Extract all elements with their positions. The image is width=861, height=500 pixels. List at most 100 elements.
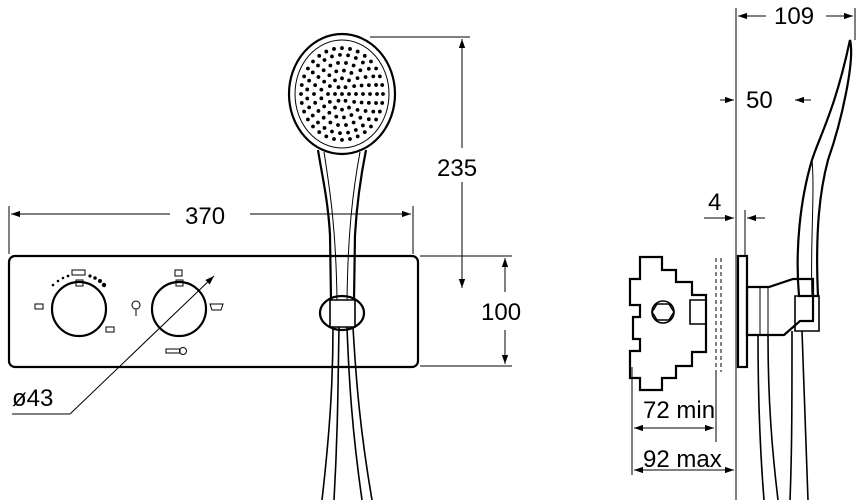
front-view: 370 235 100 ø43	[7, 32, 521, 500]
nozzle-dot	[332, 47, 336, 51]
dimension-plate-thickness: 4	[704, 189, 765, 256]
nozzle-dot	[344, 123, 348, 127]
nozzle-dot	[380, 101, 385, 105]
nozzle-dot	[355, 49, 360, 54]
nozzle-dot	[302, 109, 307, 114]
thermostat-knob-left	[34, 269, 115, 338]
valve-body	[628, 255, 708, 392]
nozzle-dot	[358, 115, 363, 120]
nozzle-dot	[299, 92, 303, 96]
nozzle-dot	[351, 63, 356, 68]
nozzle-dot	[340, 92, 344, 96]
nozzle-dot	[343, 98, 348, 103]
dim-72min-label: 72 min	[643, 397, 715, 424]
nozzle-dot	[316, 63, 320, 68]
nozzle-dot	[340, 76, 344, 81]
nozzle-dot	[319, 96, 324, 101]
dimension-total-depth: 109	[735, 3, 856, 200]
nozzle-dot	[322, 104, 327, 109]
nozzle-dot	[366, 100, 371, 105]
nozzle-dot	[347, 78, 351, 83]
nozzle-dot	[324, 134, 329, 139]
nozzle-dot	[328, 120, 333, 125]
nozzle-dot	[374, 117, 378, 122]
dim-370-label: 370	[185, 203, 225, 230]
nozzle-dot	[359, 83, 364, 88]
nozzle-dot	[336, 123, 340, 127]
dim-92max-label: 92 max	[643, 446, 722, 473]
nozzle-dot	[340, 46, 344, 50]
nozzle-dot	[380, 83, 385, 87]
nozzle-dot	[338, 131, 342, 136]
nozzle-dot	[340, 138, 344, 142]
nozzle-dot	[322, 79, 327, 84]
nozzle-dot	[316, 120, 320, 125]
nozzle-dot	[381, 92, 385, 96]
nozzle-dot	[361, 92, 365, 96]
nozzle-dot	[334, 69, 339, 74]
nozzle-dot	[362, 130, 367, 135]
nozzle-dot	[336, 85, 341, 90]
dim-4-label: 4	[708, 189, 721, 216]
hand-shower-side	[794, 39, 853, 332]
nozzle-dot	[354, 92, 358, 96]
nozzle-dot	[363, 75, 368, 79]
nozzle-dot	[313, 83, 318, 88]
dimension-handshower-depth: 50	[720, 87, 811, 114]
nozzle-dot	[361, 60, 365, 65]
nozzle-dot	[326, 92, 330, 96]
nozzle-dot	[336, 98, 341, 103]
nozzle-dot	[321, 68, 326, 73]
nozzle-dot	[299, 101, 304, 105]
nozzle-dot	[343, 85, 348, 90]
nozzle-dot	[344, 61, 348, 65]
nozzle-dot	[366, 117, 371, 122]
nozzle-dot	[347, 92, 351, 96]
nozzle-dot	[374, 101, 378, 105]
nozzle-dot	[374, 83, 378, 87]
nozzle-dot	[324, 49, 329, 54]
nozzle-dot	[305, 96, 310, 101]
nozzle-dot	[322, 58, 327, 62]
dimension-embed-max: 92 max	[634, 446, 734, 474]
nozzle-dot	[363, 109, 368, 113]
nozzle-dot	[307, 105, 312, 110]
nozzle-dot	[336, 61, 340, 65]
dim-109-label: 109	[774, 3, 814, 30]
nozzle-dot	[332, 137, 336, 141]
nozzle-dot	[321, 115, 326, 120]
nozzle-dot	[348, 47, 352, 51]
nozzle-dot	[327, 73, 332, 78]
dim-100-label: 100	[481, 299, 521, 326]
nozzle-dot	[358, 68, 363, 73]
nozzle-dot	[338, 52, 342, 57]
nozzle-dot	[355, 134, 360, 139]
dimension-handshower-height: 235	[370, 36, 477, 288]
nozzle-dot	[352, 99, 357, 104]
nozzle-dot	[330, 129, 334, 134]
nozzle-dot	[333, 105, 337, 110]
control-panel	[7, 254, 420, 369]
nozzle-dot	[355, 76, 360, 81]
nozzle-dot	[305, 87, 310, 92]
outlet-body	[745, 277, 815, 337]
nozzle-dot	[312, 92, 316, 96]
nozzle-dot	[330, 54, 334, 59]
dimension-knob-diameter: ø43	[12, 275, 215, 415]
nozzle-dot	[306, 66, 310, 71]
nozzle-dot	[369, 124, 373, 129]
nozzle-dot	[377, 109, 382, 114]
nozzle-dot	[374, 66, 378, 71]
nozzle-dot	[351, 120, 356, 125]
nozzle-dot	[302, 74, 307, 79]
nozzle-dot	[352, 84, 357, 89]
nozzle-dot	[299, 83, 304, 87]
nozzle-dot	[359, 100, 364, 105]
nozzle-dot	[355, 107, 360, 112]
nozzle-dot	[340, 107, 344, 112]
nozzle-dot	[361, 123, 365, 128]
nozzle-dot	[366, 66, 371, 71]
nozzle-dot	[311, 124, 315, 129]
nozzle-dot	[362, 53, 367, 58]
nozzle-dot	[333, 92, 337, 96]
